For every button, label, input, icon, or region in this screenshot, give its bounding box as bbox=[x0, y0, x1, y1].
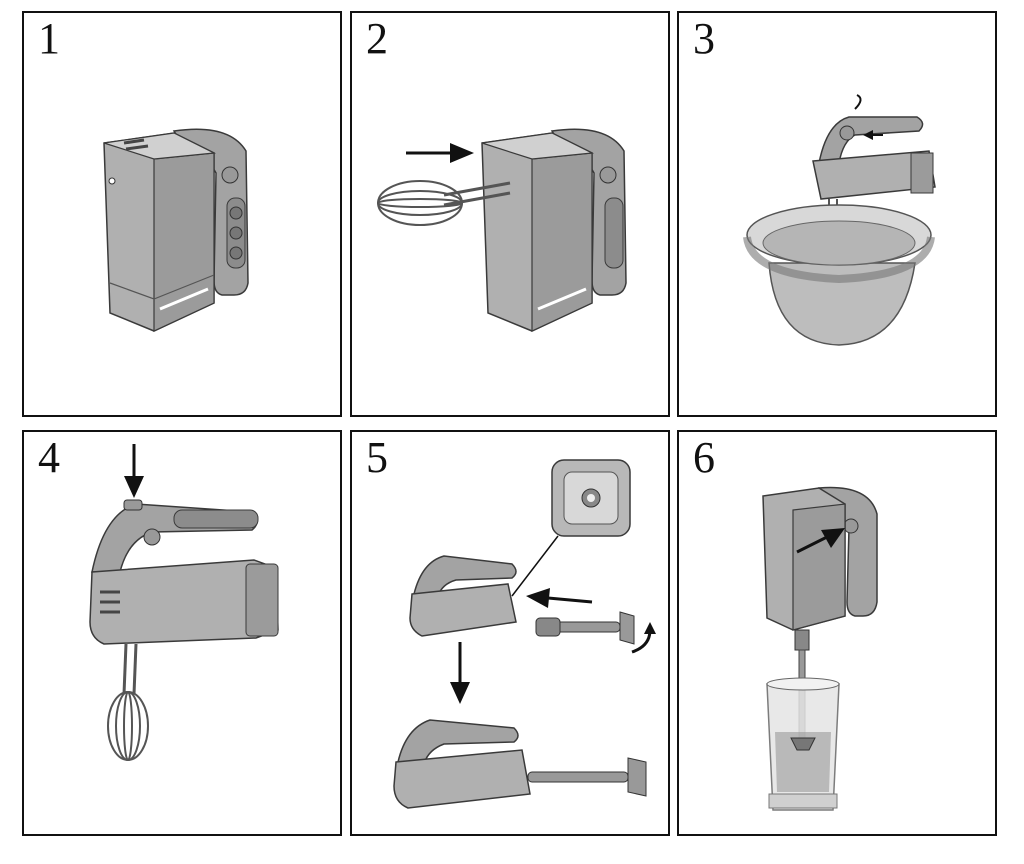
rotate-icon bbox=[631, 622, 656, 654]
step-panel-4: 4 bbox=[22, 430, 342, 836]
arrow-right-icon bbox=[406, 143, 474, 163]
arrow-right-icon bbox=[526, 588, 593, 608]
arrow-down-icon bbox=[450, 642, 470, 704]
step-number: 2 bbox=[366, 14, 388, 63]
step-panel-5: 5 bbox=[350, 430, 670, 836]
step-panel-2: 2 bbox=[350, 11, 670, 417]
step-number: 5 bbox=[366, 433, 388, 482]
arrow-right-icon bbox=[796, 528, 845, 554]
step-number: 6 bbox=[693, 433, 715, 482]
step-number: 3 bbox=[693, 14, 715, 63]
step-panel-3: 3 bbox=[677, 11, 997, 417]
mixer-over-bowl-illustration bbox=[743, 94, 936, 346]
arrow-right-icon bbox=[863, 130, 883, 140]
step-number: 4 bbox=[38, 433, 60, 482]
arrow-down-icon bbox=[124, 444, 144, 498]
insert-beaters-illustration bbox=[377, 128, 627, 332]
step-number: 1 bbox=[38, 14, 60, 63]
blend-in-glass-illustration bbox=[762, 486, 878, 811]
eject-beaters-illustration bbox=[89, 444, 279, 761]
step-panel-1: 1 bbox=[22, 11, 342, 417]
step-panel-6: 6 bbox=[677, 430, 997, 836]
attach-blender-illustration bbox=[393, 459, 656, 809]
rotate-icon bbox=[854, 94, 862, 110]
mixer-upright-illustration bbox=[103, 128, 249, 332]
